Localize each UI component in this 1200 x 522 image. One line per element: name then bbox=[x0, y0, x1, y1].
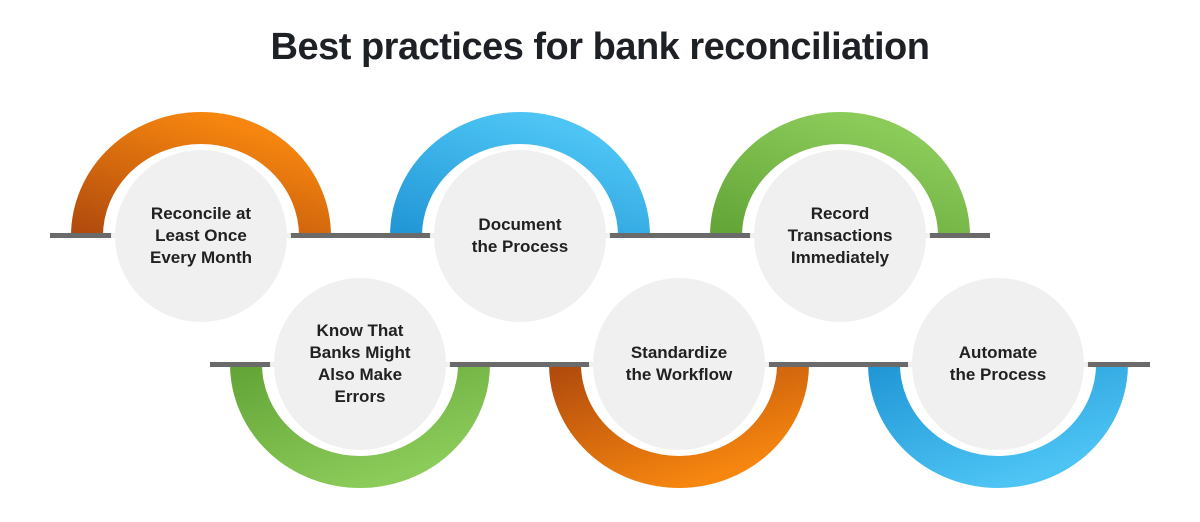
arc-record-transactions bbox=[710, 112, 970, 237]
arc-reconcile-monthly bbox=[71, 112, 331, 237]
page-title: Best practices for bank reconciliation bbox=[270, 26, 930, 68]
node-automate-process: Automate the Process bbox=[912, 278, 1084, 450]
node-standardize-workflow: Standardize the Workflow bbox=[593, 278, 765, 450]
node-document-process: Document the Process bbox=[434, 150, 606, 322]
node-record-transactions: Record Transactions Immediately bbox=[754, 150, 926, 322]
node-label: Standardize the Workflow bbox=[625, 342, 733, 384]
arc-standardize-workflow bbox=[549, 363, 809, 488]
node-label: Reconcile at Least Once Every Month bbox=[149, 203, 253, 268]
node-banks-make-errors: Know That Banks Might Also Make Errors bbox=[274, 278, 446, 450]
node-label: Know That Banks Might Also Make Errors bbox=[309, 320, 411, 407]
node-reconcile-monthly: Reconcile at Least Once Every Month bbox=[115, 150, 287, 322]
arc-automate-process bbox=[868, 363, 1128, 488]
node-label: Document the Process bbox=[471, 214, 569, 256]
node-label: Automate the Process bbox=[949, 342, 1047, 384]
arc-document-process bbox=[390, 112, 650, 237]
arc-banks-make-errors bbox=[230, 363, 490, 488]
node-label: Record Transactions Immediately bbox=[787, 203, 893, 268]
